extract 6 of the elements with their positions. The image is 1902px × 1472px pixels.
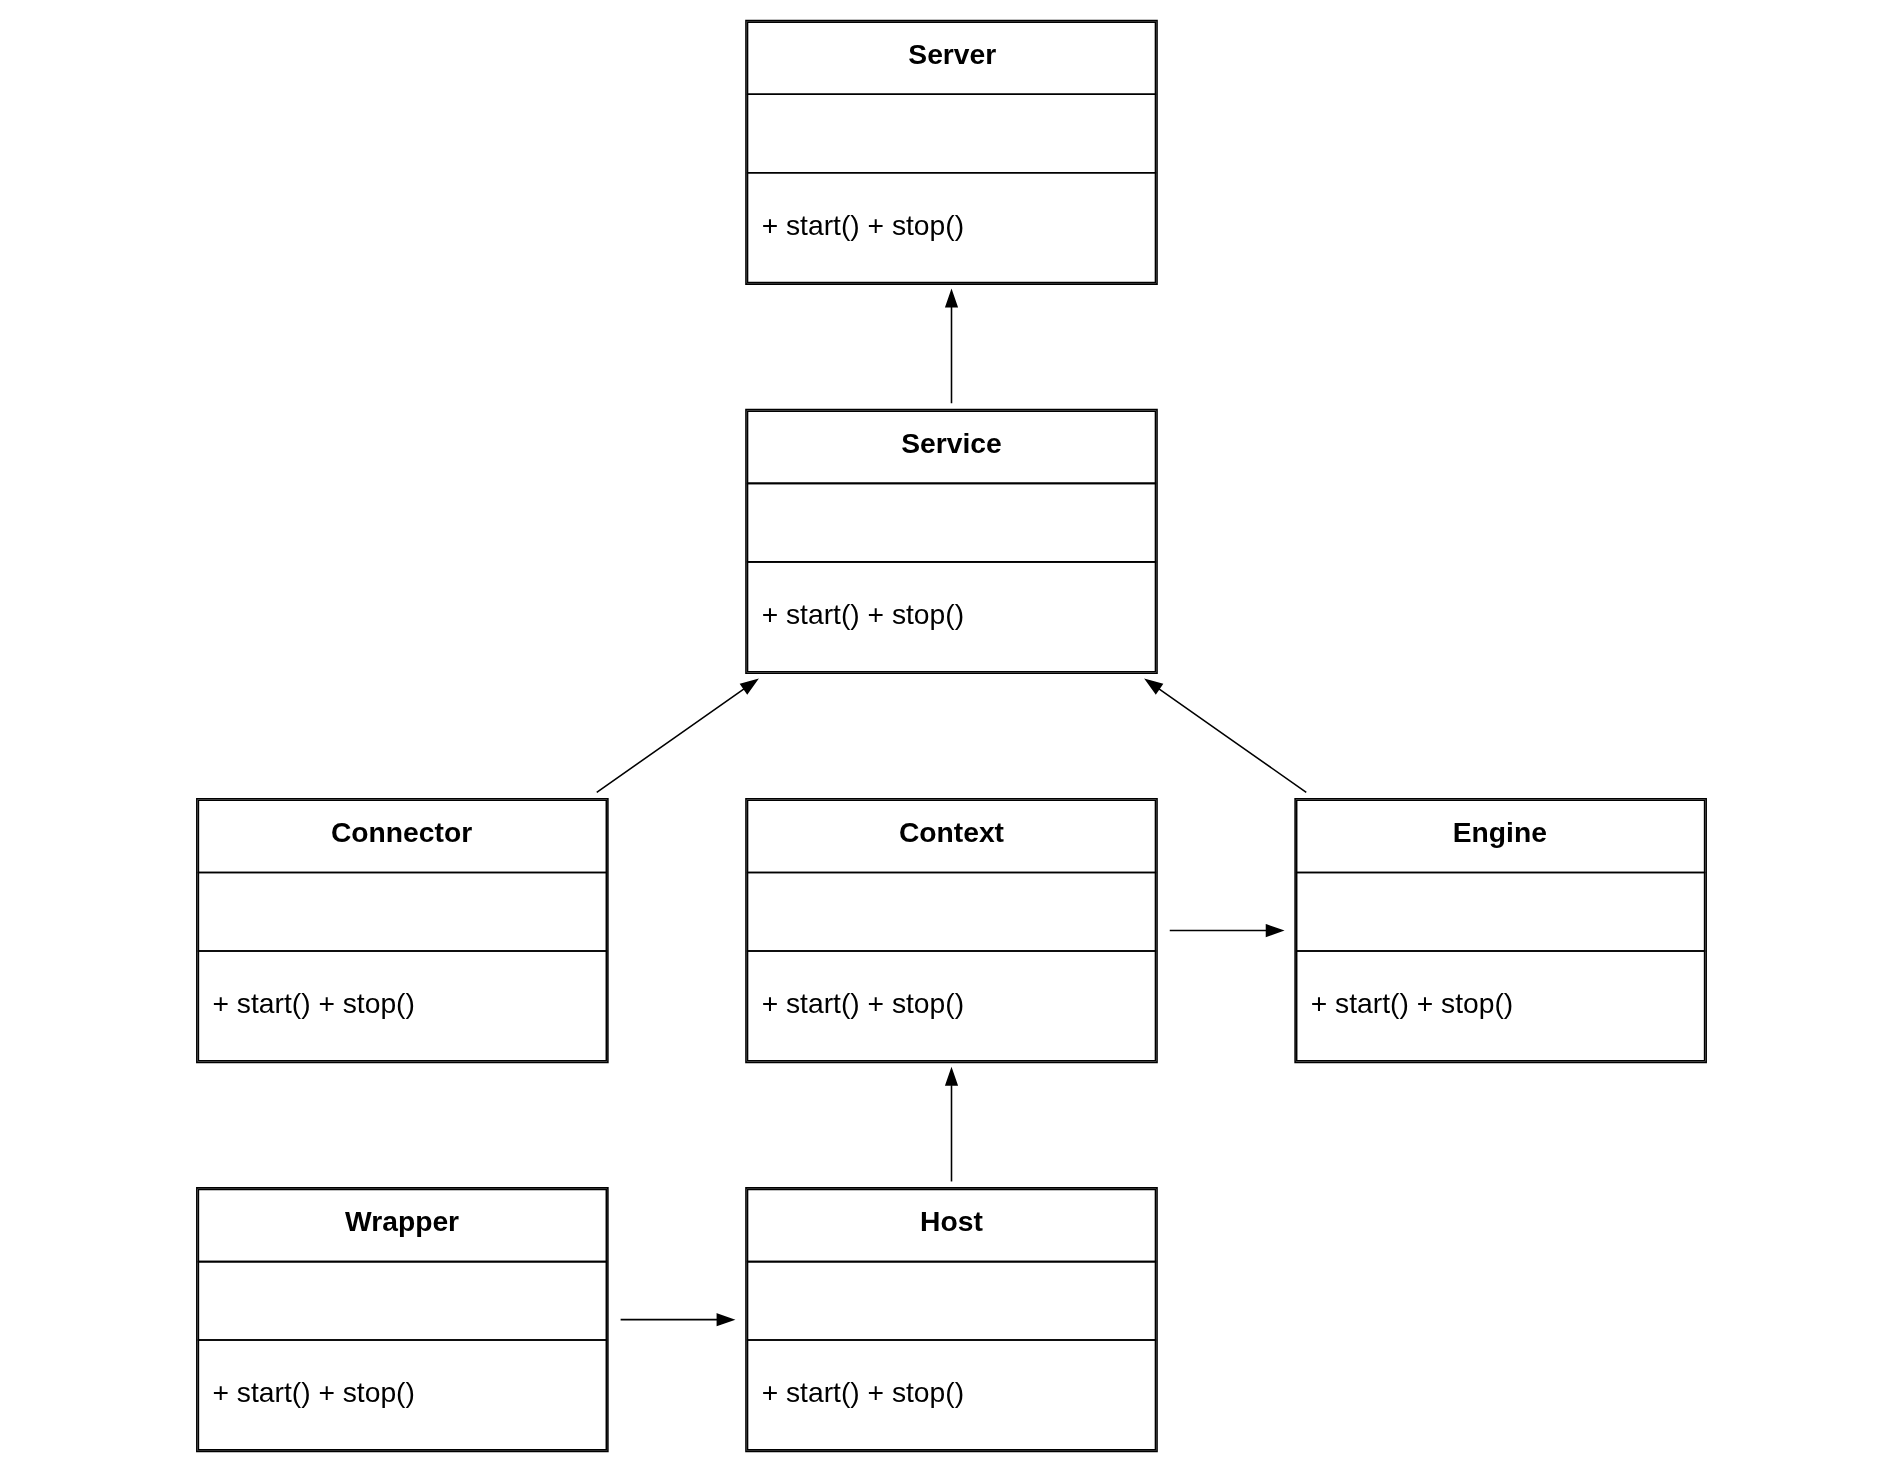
arrow <box>1143 678 1307 794</box>
arrow <box>595 678 759 794</box>
arrow <box>944 288 958 405</box>
arrow <box>619 1313 735 1327</box>
arrow <box>944 1066 958 1183</box>
arrow <box>1168 923 1285 938</box>
